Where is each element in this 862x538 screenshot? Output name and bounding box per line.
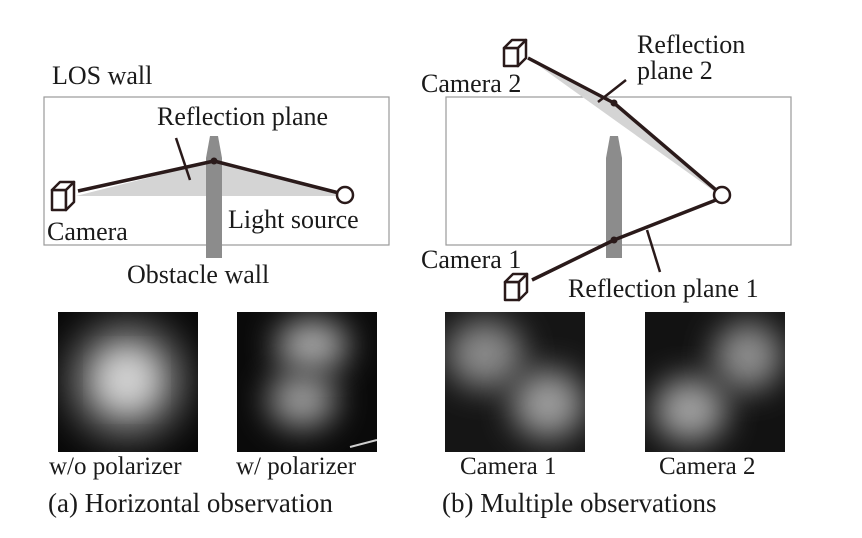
light-source-label: Light source <box>228 205 359 234</box>
panel-a-caption: (a) Horizontal observation <box>48 488 333 518</box>
reflection2-label-line1: Reflection <box>637 30 745 59</box>
obstacle-wall-label: Obstacle wall <box>127 260 269 289</box>
reflection-point-1 <box>610 236 618 244</box>
panel-a-diagram: LOS wall Reflection plane Camera Light s… <box>43 61 390 289</box>
reflection-point-a <box>210 157 218 165</box>
camera-icon-a <box>50 180 76 212</box>
photo-without-polarizer <box>58 312 198 452</box>
reflection2-label-line2: plane 2 <box>637 56 713 85</box>
caption-camera-2: Camera 2 <box>659 453 755 480</box>
obstacle-wall-a <box>206 136 222 258</box>
panel-b-diagram: Camera 2 Reflection plane 2 Camera 1 Ref… <box>421 30 792 303</box>
caption-camera-1: Camera 1 <box>460 453 556 480</box>
photo-with-polarizer <box>237 312 377 452</box>
camera1-icon <box>503 272 529 302</box>
camera-label-a: Camera <box>47 217 128 246</box>
ray-plane1-to-camera1 <box>531 238 615 282</box>
reflection-plane-label-a: Reflection plane <box>157 102 328 131</box>
photo-camera-1 <box>445 312 585 452</box>
reflection2-leader <box>597 79 627 103</box>
caption-with-polarizer: w/ polarizer <box>236 453 357 480</box>
camera2-label: Camera 2 <box>421 69 521 98</box>
reflection-shade-b <box>528 58 718 194</box>
light-source-icon <box>335 185 355 205</box>
los-wall-label: LOS wall <box>52 61 152 90</box>
camera2-icon <box>502 38 528 68</box>
ray-light-to-plane1 <box>613 198 717 242</box>
ray-plane2-to-light <box>612 101 718 192</box>
light-source-icon-b <box>712 185 732 205</box>
ray-camera-to-plane-a <box>77 159 215 193</box>
camera1-label: Camera 1 <box>421 245 521 274</box>
reflection1-leader <box>645 229 662 273</box>
caption-without-polarizer: w/o polarizer <box>49 453 182 480</box>
ray-plane-to-light-a <box>213 159 340 195</box>
obstacle-wall-b <box>606 136 622 258</box>
reflection-leader-a <box>174 137 192 181</box>
ray-camera2-to-plane <box>527 56 615 105</box>
reflection-point-2 <box>610 99 618 107</box>
photo-camera-2 <box>645 312 785 452</box>
panel-b-caption: (b) Multiple observations <box>442 488 716 518</box>
reflection1-label: Reflection plane 1 <box>568 274 759 303</box>
